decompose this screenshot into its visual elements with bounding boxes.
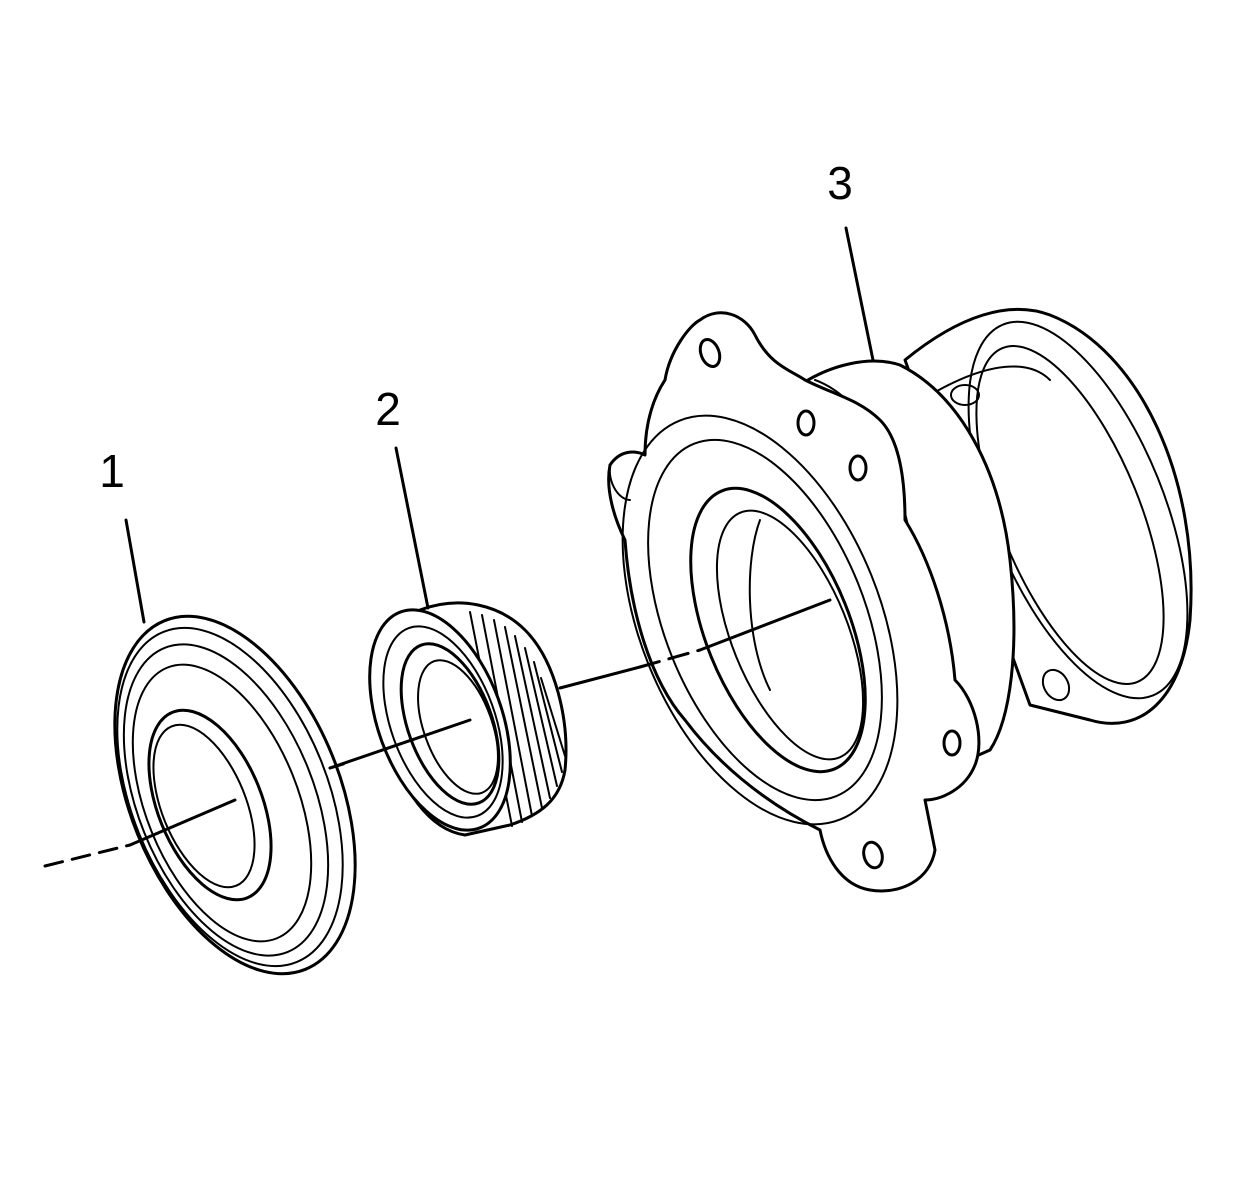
leader-line-2 xyxy=(394,446,430,610)
housing-part xyxy=(607,307,1193,893)
callout-2: 2 xyxy=(375,383,401,435)
callout-1: 1 xyxy=(99,445,125,497)
callout-3: 3 xyxy=(827,157,853,209)
leader-line-3 xyxy=(844,226,875,362)
leader-line-1 xyxy=(124,518,146,624)
bearing-part xyxy=(368,601,568,837)
seal-part xyxy=(113,614,357,976)
axis-line xyxy=(43,598,832,868)
